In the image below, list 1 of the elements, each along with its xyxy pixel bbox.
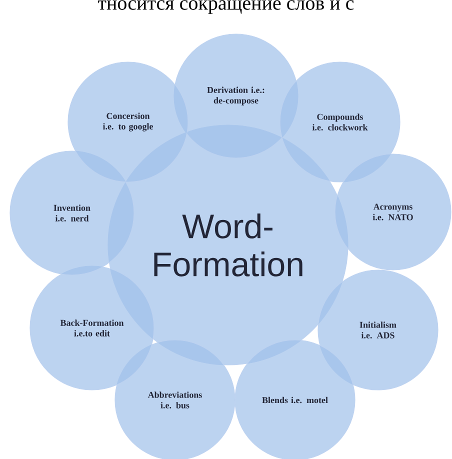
heading-text: тносится сокращение слов и с: [98, 0, 354, 14]
